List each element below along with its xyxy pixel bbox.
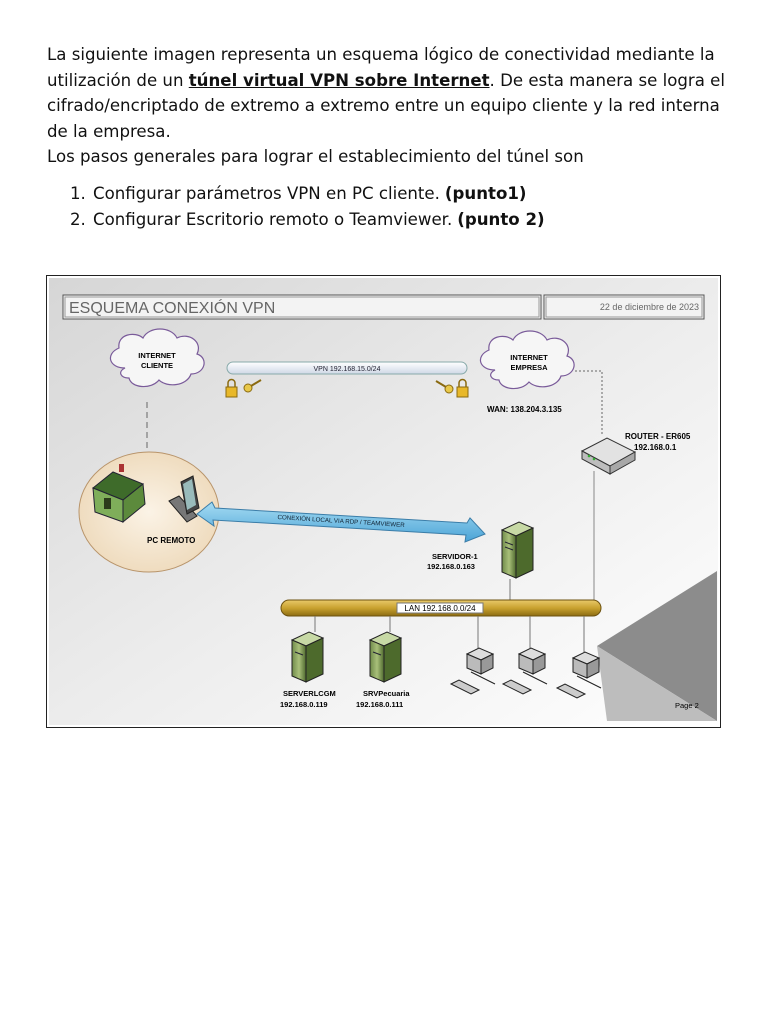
router-icon	[580, 437, 637, 475]
cloud-client-line2: CLIENTE	[141, 361, 173, 370]
step-number: 1.	[70, 184, 86, 203]
step-text: Configurar parámetros VPN en PC cliente.	[93, 184, 440, 203]
lan-label-box	[396, 602, 484, 614]
cloud-company-line1: INTERNET	[510, 353, 548, 362]
vpn-diagram-svg: ESQUEMA CONEXIÓN VPN 22 de diciembre de …	[49, 278, 718, 725]
vpn-label: VPN 192.168.15.0/24	[314, 366, 381, 373]
step-item: 1. Configurar parámetros VPN en PC client…	[70, 181, 545, 207]
intro-text-before: La siguiente imagen representa un esquem…	[47, 45, 715, 90]
cloud-company-line2: EMPRESA	[510, 363, 548, 372]
server-icon	[368, 631, 403, 683]
cloud-company: INTERNET EMPRESA	[479, 330, 575, 390]
laptop-icon	[168, 475, 200, 523]
workstation-icon	[555, 651, 602, 699]
server1-name: SERVIDOR-1	[432, 552, 478, 561]
decorative-shadow	[597, 646, 717, 721]
company-router-link	[575, 370, 603, 436]
server-icon	[500, 521, 535, 579]
intro-paragraph: La siguiente imagen representa un esquem…	[47, 42, 737, 144]
house-icon	[92, 464, 146, 524]
serverlcgm-ip: 192.168.0.119	[280, 700, 328, 709]
date-box-inner	[545, 296, 703, 318]
lan-label: LAN 192.168.0.0/24	[404, 604, 476, 613]
intro-text-after: . De esta manera se logra el cifrado/enc…	[47, 70, 725, 141]
cloud-client: INTERNET CLIENTE	[109, 328, 205, 388]
router-ip: 192.168.0.1	[634, 443, 677, 452]
page-number: Page 2	[675, 701, 699, 710]
server1-ip: 192.168.0.163	[427, 562, 475, 571]
diagram-title: ESQUEMA CONEXIÓN VPN	[69, 298, 275, 317]
title-box	[62, 294, 542, 320]
intro-line2: Los pasos generales para lograr el estab…	[47, 147, 584, 166]
srvpecuaria-name: SRVPecuaria	[363, 689, 410, 698]
diagram-date: 22 de diciembre de 2023	[600, 302, 699, 312]
date-box	[543, 294, 705, 320]
lock-icon	[225, 378, 238, 398]
vpn-diagram: ESQUEMA CONEXIÓN VPN 22 de diciembre de …	[46, 275, 721, 728]
workstation-icon	[449, 647, 496, 695]
lock-icon	[456, 378, 469, 398]
step-ref: (punto 2)	[457, 210, 545, 229]
serverlcgm-name: SERVERLCGM	[283, 689, 336, 698]
key-icon	[435, 380, 454, 394]
title-box-inner	[64, 296, 540, 318]
key-icon	[243, 379, 262, 393]
decorative-shadow	[597, 571, 717, 721]
router-name: ROUTER - ER605	[625, 432, 691, 441]
step-number: 2.	[70, 210, 86, 229]
srvpecuaria-ip: 192.168.0.111	[356, 700, 403, 709]
wan-label: WAN: 138.204.3.135	[487, 405, 562, 414]
pc-remote-label: PC REMOTO	[147, 536, 195, 545]
steps-list: 1. Configurar parámetros VPN en PC client…	[70, 181, 545, 233]
server-icon	[290, 631, 325, 683]
cloud-client-line1: INTERNET	[138, 351, 176, 360]
intro-text: La siguiente imagen representa un esquem…	[47, 42, 737, 170]
vpn-link[interactable]: túnel virtual VPN sobre Internet	[188, 70, 490, 90]
step-ref: (punto1)	[444, 184, 527, 203]
step-text: Configurar Escritorio remoto o Teamviewe…	[93, 210, 453, 229]
workstation-icon	[501, 647, 548, 695]
vpn-tunnel	[226, 361, 468, 375]
step-item: 2. Configurar Escritorio remoto o Teamvie…	[70, 207, 545, 233]
rdp-arrow: CONEXIÓN LOCAL VIA RDP / TEAMVIEWER	[196, 501, 486, 543]
